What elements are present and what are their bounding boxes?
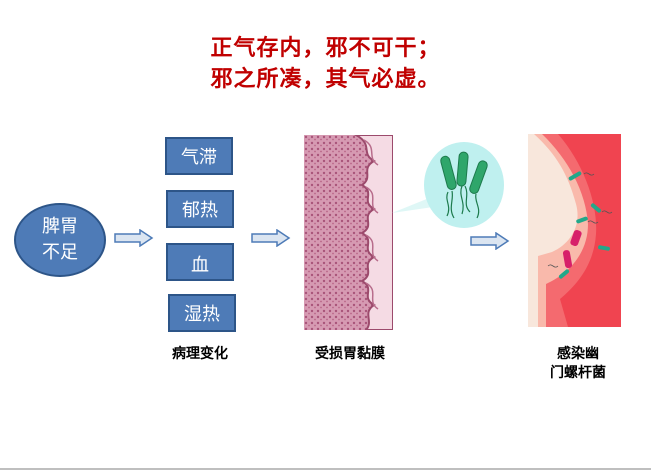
pathology-box-qi-stagnation: 气滞	[165, 137, 233, 175]
pathology-box-depressed-heat: 郁热	[166, 190, 234, 228]
pathology-box-damp-heat: 湿热	[168, 294, 236, 332]
caption-infection-line-1: 感染幽	[557, 346, 599, 362]
cause-label-line-2: 不足	[42, 242, 78, 263]
caption-infection-line-2: 门螺杆菌	[550, 365, 606, 381]
title-line-2: 邪之所凑，其气必虚。	[210, 66, 441, 92]
title-line-1: 正气存内，邪不可干；	[210, 35, 441, 61]
right-arrow-icon	[470, 232, 510, 250]
helicobacter-pylori-bacteria-icon	[392, 142, 504, 228]
cause-oval: 脾胃 不足	[14, 203, 106, 277]
gastric-mucosa-image	[304, 135, 393, 330]
infected-stomach-image	[528, 134, 621, 327]
caption-damaged-mucosa: 受损胃黏膜	[315, 346, 385, 362]
pathology-box-blood: 血	[166, 243, 234, 281]
bottom-divider	[0, 468, 651, 470]
right-arrow-icon	[114, 229, 154, 247]
right-arrow-icon	[251, 229, 291, 247]
caption-pathology: 病理变化	[172, 346, 228, 362]
caption-infection: 感染幽 门螺杆菌	[530, 345, 626, 383]
cause-label-line-1: 脾胃	[42, 216, 78, 237]
